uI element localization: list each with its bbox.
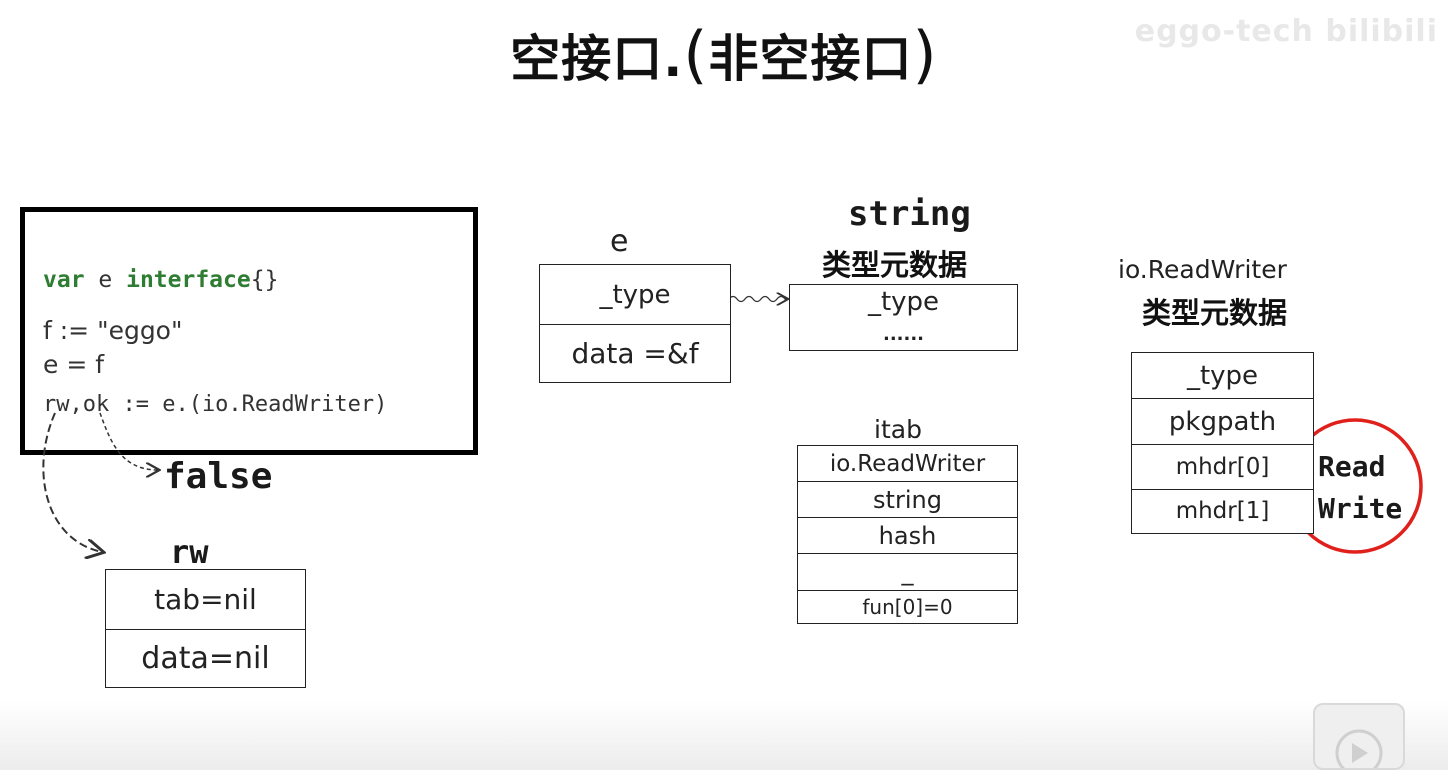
code-text: {} xyxy=(250,267,279,293)
play-icon xyxy=(1335,729,1383,772)
itab-row-hash: hash xyxy=(798,518,1017,554)
itab-row-pad: _ xyxy=(798,554,1017,591)
arrow-to-false xyxy=(99,412,158,470)
itab-row-type: string xyxy=(798,482,1017,518)
rw-meta-title: io.ReadWriter xyxy=(1118,255,1287,284)
rw-meta-subtitle: 类型元数据 xyxy=(1142,296,1288,330)
title-paren-open: ( xyxy=(683,18,709,91)
play-button[interactable] xyxy=(1313,703,1405,772)
itab-title: itab xyxy=(874,415,922,444)
string-meta-title: string xyxy=(848,194,971,234)
itab-row-inter: io.ReadWriter xyxy=(798,446,1017,482)
arrow-to-rw xyxy=(42,412,102,552)
rw-meta-pkgpath-cell: pkgpath xyxy=(1132,399,1313,445)
rw-label: rw xyxy=(170,533,209,571)
page-title: 空接口.(非空接口) xyxy=(0,18,1448,91)
e-box: _type data =&f xyxy=(539,264,731,383)
code-text: e xyxy=(84,267,127,293)
rw-meta-mhdr1-cell: mhdr[1] xyxy=(1175,498,1270,524)
e-data-cell: data =&f xyxy=(571,337,699,370)
rw-meta-mhdr0-cell: mhdr[0] xyxy=(1132,445,1313,490)
player-bar xyxy=(0,700,1448,770)
code-line-3: e = f xyxy=(43,350,105,379)
e-label: e xyxy=(610,224,629,259)
string-type-cell: _type xyxy=(867,287,940,317)
itab-box: io.ReadWriter string hash _ fun[0]=0 xyxy=(797,445,1018,624)
title-part2: 非空接口 xyxy=(708,30,913,88)
string-meta-box: _type ...... xyxy=(789,284,1018,351)
string-more-cell: ...... xyxy=(882,323,925,345)
watermark: eggo-tech bilibili xyxy=(1134,14,1438,49)
rw-meta-type-cell: _type xyxy=(1132,353,1313,399)
keyword-var: var xyxy=(43,267,85,293)
itab-row-fun: fun[0]=0 xyxy=(862,594,953,619)
method-read: Read xyxy=(1318,450,1386,483)
code-line-2: f := "eggo" xyxy=(43,316,183,345)
string-meta-subtitle: 类型元数据 xyxy=(822,248,968,282)
method-write: Write xyxy=(1318,492,1403,525)
rw-box: tab=nil data=nil xyxy=(105,569,306,688)
title-part1: 空接口. xyxy=(510,30,684,88)
rw-tab-cell: tab=nil xyxy=(106,570,305,630)
rw-meta-box: _type pkgpath mhdr[0] mhdr[1] xyxy=(1131,352,1314,534)
e-type-cell: _type xyxy=(540,265,730,325)
keyword-interface: interface xyxy=(126,267,251,293)
false-label: false xyxy=(164,456,273,497)
code-line-1: var e interface{} xyxy=(43,267,278,293)
rw-data-cell: data=nil xyxy=(141,641,270,676)
title-paren-close: ) xyxy=(912,18,938,91)
